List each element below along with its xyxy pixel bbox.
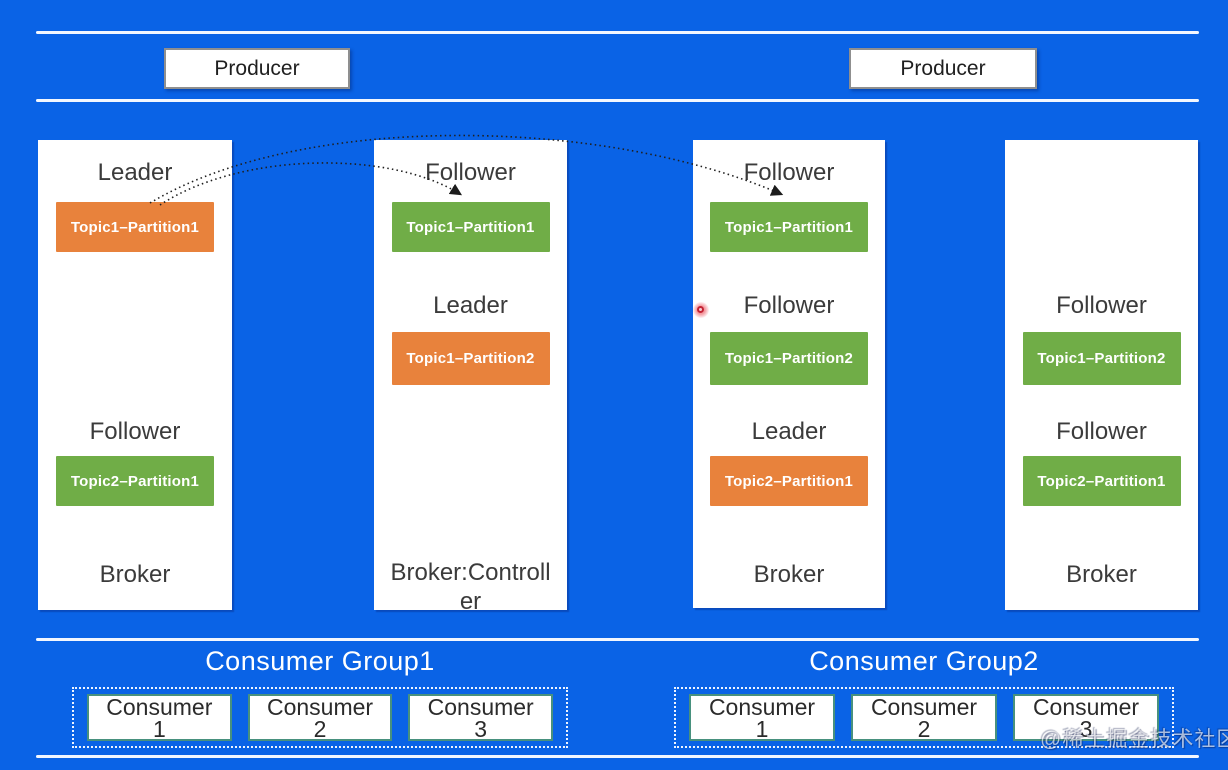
role-label: Follower	[743, 159, 835, 186]
broker-controller-label: Broker:Controller	[390, 559, 551, 615]
consumer-number: 1	[152, 716, 166, 742]
separator-line-top	[36, 31, 1199, 34]
role-label: Follower	[1056, 418, 1147, 445]
consumer-name: Consumer	[1032, 694, 1140, 720]
consumer-name: Consumer	[870, 694, 978, 720]
consumer-box: Consumer 1	[689, 694, 835, 741]
producer-box-2: Producer	[849, 48, 1037, 89]
role-label: Follower	[89, 418, 181, 445]
consumer-name: Consumer	[266, 694, 374, 720]
broker-label: Broker	[1066, 561, 1137, 588]
consumer-group2-box: Consumer 1 Consumer 2 Consumer 3	[674, 687, 1174, 748]
consumer-box: Consumer 2	[247, 694, 393, 742]
consumer-group2-title: Consumer Group2	[809, 646, 1039, 676]
consumer-name: Consumer	[427, 694, 534, 720]
role-label: Leader	[433, 292, 508, 319]
role-label: Follower	[425, 159, 516, 186]
watermark: @稀土掘金技术社区	[1040, 728, 1228, 751]
broker-column-4: Follower Topic1–Partition2 Follower Topi…	[1005, 140, 1198, 610]
partition-chip: Topic1–Partition2	[1022, 332, 1181, 385]
consumer-number: 2	[313, 716, 327, 742]
producer-box-1: Producer	[164, 48, 350, 89]
consumer-number: 1	[755, 716, 769, 742]
partition-chip: Topic1–Partition2	[710, 332, 868, 385]
separator-line-bottom	[36, 755, 1199, 758]
consumer-number: 2	[917, 716, 931, 742]
broker-label: Broker	[753, 561, 825, 588]
consumer-name: Consumer	[106, 694, 213, 720]
role-label: Follower	[1056, 292, 1147, 319]
partition-chip: Topic2–Partition1	[710, 456, 868, 506]
partition-chip: Topic1–Partition1	[56, 202, 214, 252]
consumer-box: Consumer 1	[87, 694, 232, 741]
partition-chip: Topic1–Partition1	[391, 202, 550, 252]
role-label: Follower	[743, 292, 835, 319]
consumer-number: 3	[1079, 716, 1093, 742]
consumer-box: Consumer 3	[408, 694, 554, 742]
consumer-box: Consumer 3	[1013, 694, 1159, 741]
separator-line-below-producers	[36, 99, 1199, 102]
consumer-box: Consumer 2	[851, 694, 997, 741]
cursor-dot	[693, 302, 709, 318]
partition-chip: Topic2–Partition1	[56, 456, 214, 506]
role-label: Leader	[97, 159, 173, 186]
consumer-number: 3	[474, 716, 488, 742]
partition-chip: Topic1–Partition2	[391, 332, 550, 385]
separator-line-above-consumers	[36, 638, 1199, 641]
consumer-group1-title: Consumer Group1	[205, 646, 435, 676]
consumer-group1-box: Consumer 1 Consumer 2 Consumer 3	[72, 687, 568, 748]
broker-column-2: Follower Topic1–Partition1 Leader Topic1…	[374, 140, 567, 615]
consumer-name: Consumer	[708, 694, 816, 720]
partition-chip: Topic1–Partition1	[710, 202, 868, 252]
broker-column-3: Follower Topic1–Partition1 Follower Topi…	[693, 140, 885, 608]
broker-label: Broker	[99, 561, 171, 588]
role-label: Leader	[751, 418, 827, 445]
broker-column-1: Leader Topic1–Partition1 Follower Topic2…	[38, 140, 232, 610]
partition-chip: Topic2–Partition1	[1022, 456, 1181, 506]
